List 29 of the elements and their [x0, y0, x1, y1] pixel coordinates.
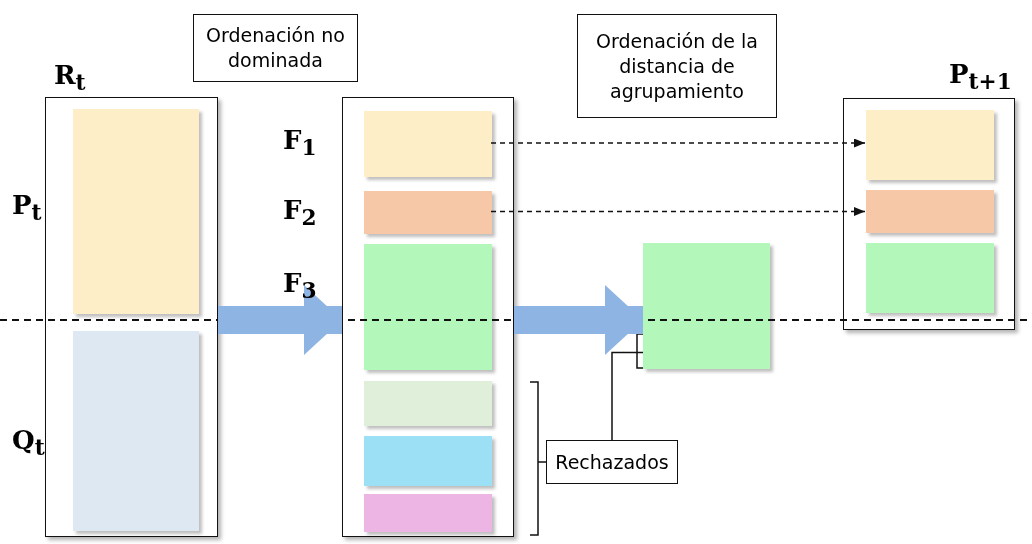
solution-block [364, 111, 492, 177]
set-label: F$_{2}$ [283, 195, 317, 231]
solution-block [364, 191, 492, 234]
arrow [490, 207, 866, 216]
solution-block [73, 331, 199, 531]
arrow [490, 138, 866, 148]
solution-block [866, 190, 994, 233]
set-label: P$_{t}$ [12, 190, 42, 226]
solution-block [643, 243, 770, 369]
process-label: Rechazados [546, 440, 678, 484]
process-label: Ordenación de la distancia de agrupamiento [577, 14, 777, 118]
process-label: Ordenación no dominada [193, 14, 358, 82]
set-label: Q$_{t}$ [12, 425, 45, 461]
solution-block [364, 244, 492, 370]
block-arrow [514, 285, 643, 355]
leader-line [611, 351, 644, 441]
set-label: F$_{3}$ [283, 268, 317, 304]
set-label: F$_{1}$ [283, 125, 317, 161]
population-label: R$_{t}$ [54, 60, 86, 96]
solution-block [866, 110, 994, 180]
leader-line [537, 461, 547, 463]
solution-block [364, 381, 492, 426]
solution-block [73, 109, 199, 314]
solution-block [866, 243, 994, 313]
solution-block [364, 436, 492, 486]
population-box [342, 97, 514, 537]
solution-block [364, 494, 492, 532]
population-label: P$_{t+1}$ [949, 59, 1012, 95]
block-arrow [218, 285, 342, 355]
